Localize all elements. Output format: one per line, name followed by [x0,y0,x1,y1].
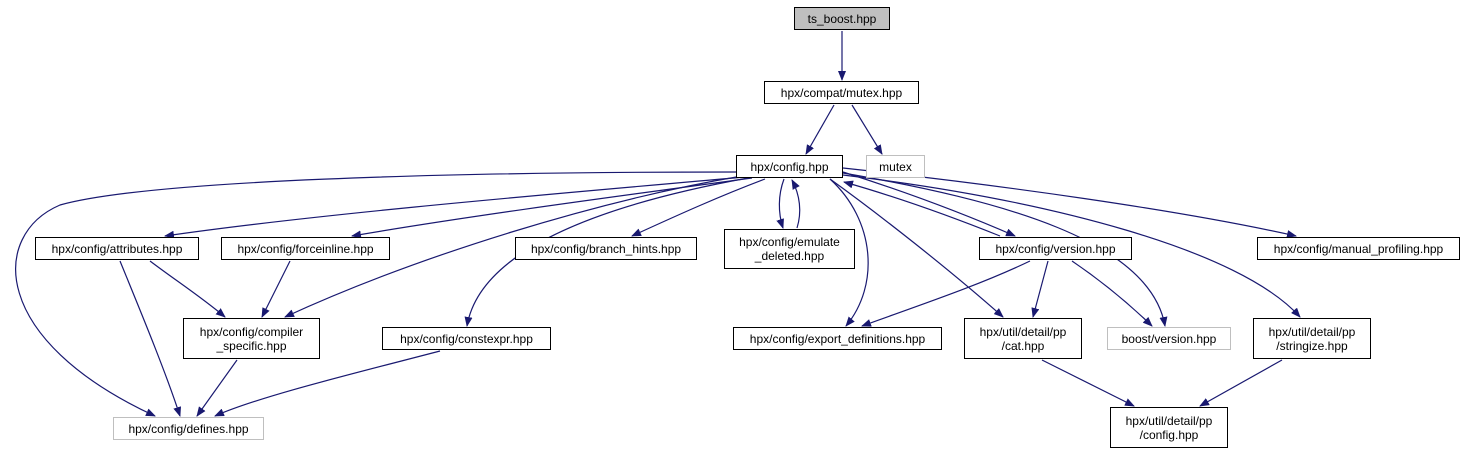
edge-config-to-manual-profiling [842,167,1297,238]
node-manual-profiling[interactable]: hpx/config/manual_profiling.hpp [1257,237,1460,260]
edge-config-to-export-definitions [829,178,869,327]
node-defines[interactable]: hpx/config/defines.hpp [113,417,264,440]
node-branch-hints[interactable]: hpx/config/branch_hints.hpp [515,237,697,260]
edge-attributes-to-compiler-specific [149,260,226,318]
edge-version-to-boost-version [1071,260,1153,327]
node-attributes[interactable]: hpx/config/attributes.hpp [35,237,199,260]
node-config[interactable]: hpx/config.hpp [736,155,843,178]
edge-config-to-pp-stringize [842,174,1301,318]
node-export-definitions[interactable]: hpx/config/export_definitions.hpp [733,327,942,350]
edge-version-to-pp-cat [1031,260,1049,318]
edge-attributes-to-defines [119,260,182,417]
edge-config-to-compiler-specific [284,175,743,318]
edge-config-to-constexpr [464,177,749,327]
edge-version-to-config [843,180,1001,237]
edge-config-to-emulate-deleted [776,178,785,229]
edge-constexpr-to-defines [214,350,441,417]
node-version[interactable]: hpx/config/version.hpp [979,237,1132,260]
node-pp-config[interactable]: hpx/util/detail/pp /config.hpp [1110,407,1228,448]
node-mutex[interactable]: mutex [866,155,925,178]
edge-config-to-attributes [164,176,746,239]
edge-compat-mutex-to-config [805,104,835,155]
node-constexpr[interactable]: hpx/config/constexpr.hpp [382,327,551,350]
node-ts-boost[interactable]: ts_boost.hpp [794,7,890,30]
node-compat-mutex[interactable]: hpx/compat/mutex.hpp [764,81,919,104]
edge-compat-mutex-to-mutex [851,104,883,155]
node-pp-stringize[interactable]: hpx/util/detail/pp /stringize.hpp [1253,318,1371,359]
node-boost-version[interactable]: boost/version.hpp [1107,327,1231,350]
edge-config-to-defines [15,171,737,417]
node-emulate-deleted[interactable]: hpx/config/emulate _deleted.hpp [724,229,855,269]
edge-emulate-deleted-to-config [791,179,801,229]
edge-config-to-branch-hints [631,178,766,237]
edge-forceinline-to-compiler-specific [261,260,291,318]
node-pp-cat[interactable]: hpx/util/detail/pp /cat.hpp [964,318,1082,359]
node-compiler-specific[interactable]: hpx/config/compiler _specific.hpp [183,318,320,359]
edge-config-to-pp-cat [829,178,1004,318]
node-forceinline[interactable]: hpx/config/forceinline.hpp [221,237,390,260]
edge-pp-cat-to-pp-config [1041,359,1135,407]
edge-config-to-forceinline [351,177,753,239]
edge-version-to-export-definitions [861,260,1031,327]
edge-pp-stringize-to-pp-config [1199,359,1283,407]
edge-config-to-version [842,171,1016,237]
edge-compiler-specific-to-defines [196,359,238,417]
edge-config-to-boost-version [842,172,1168,327]
